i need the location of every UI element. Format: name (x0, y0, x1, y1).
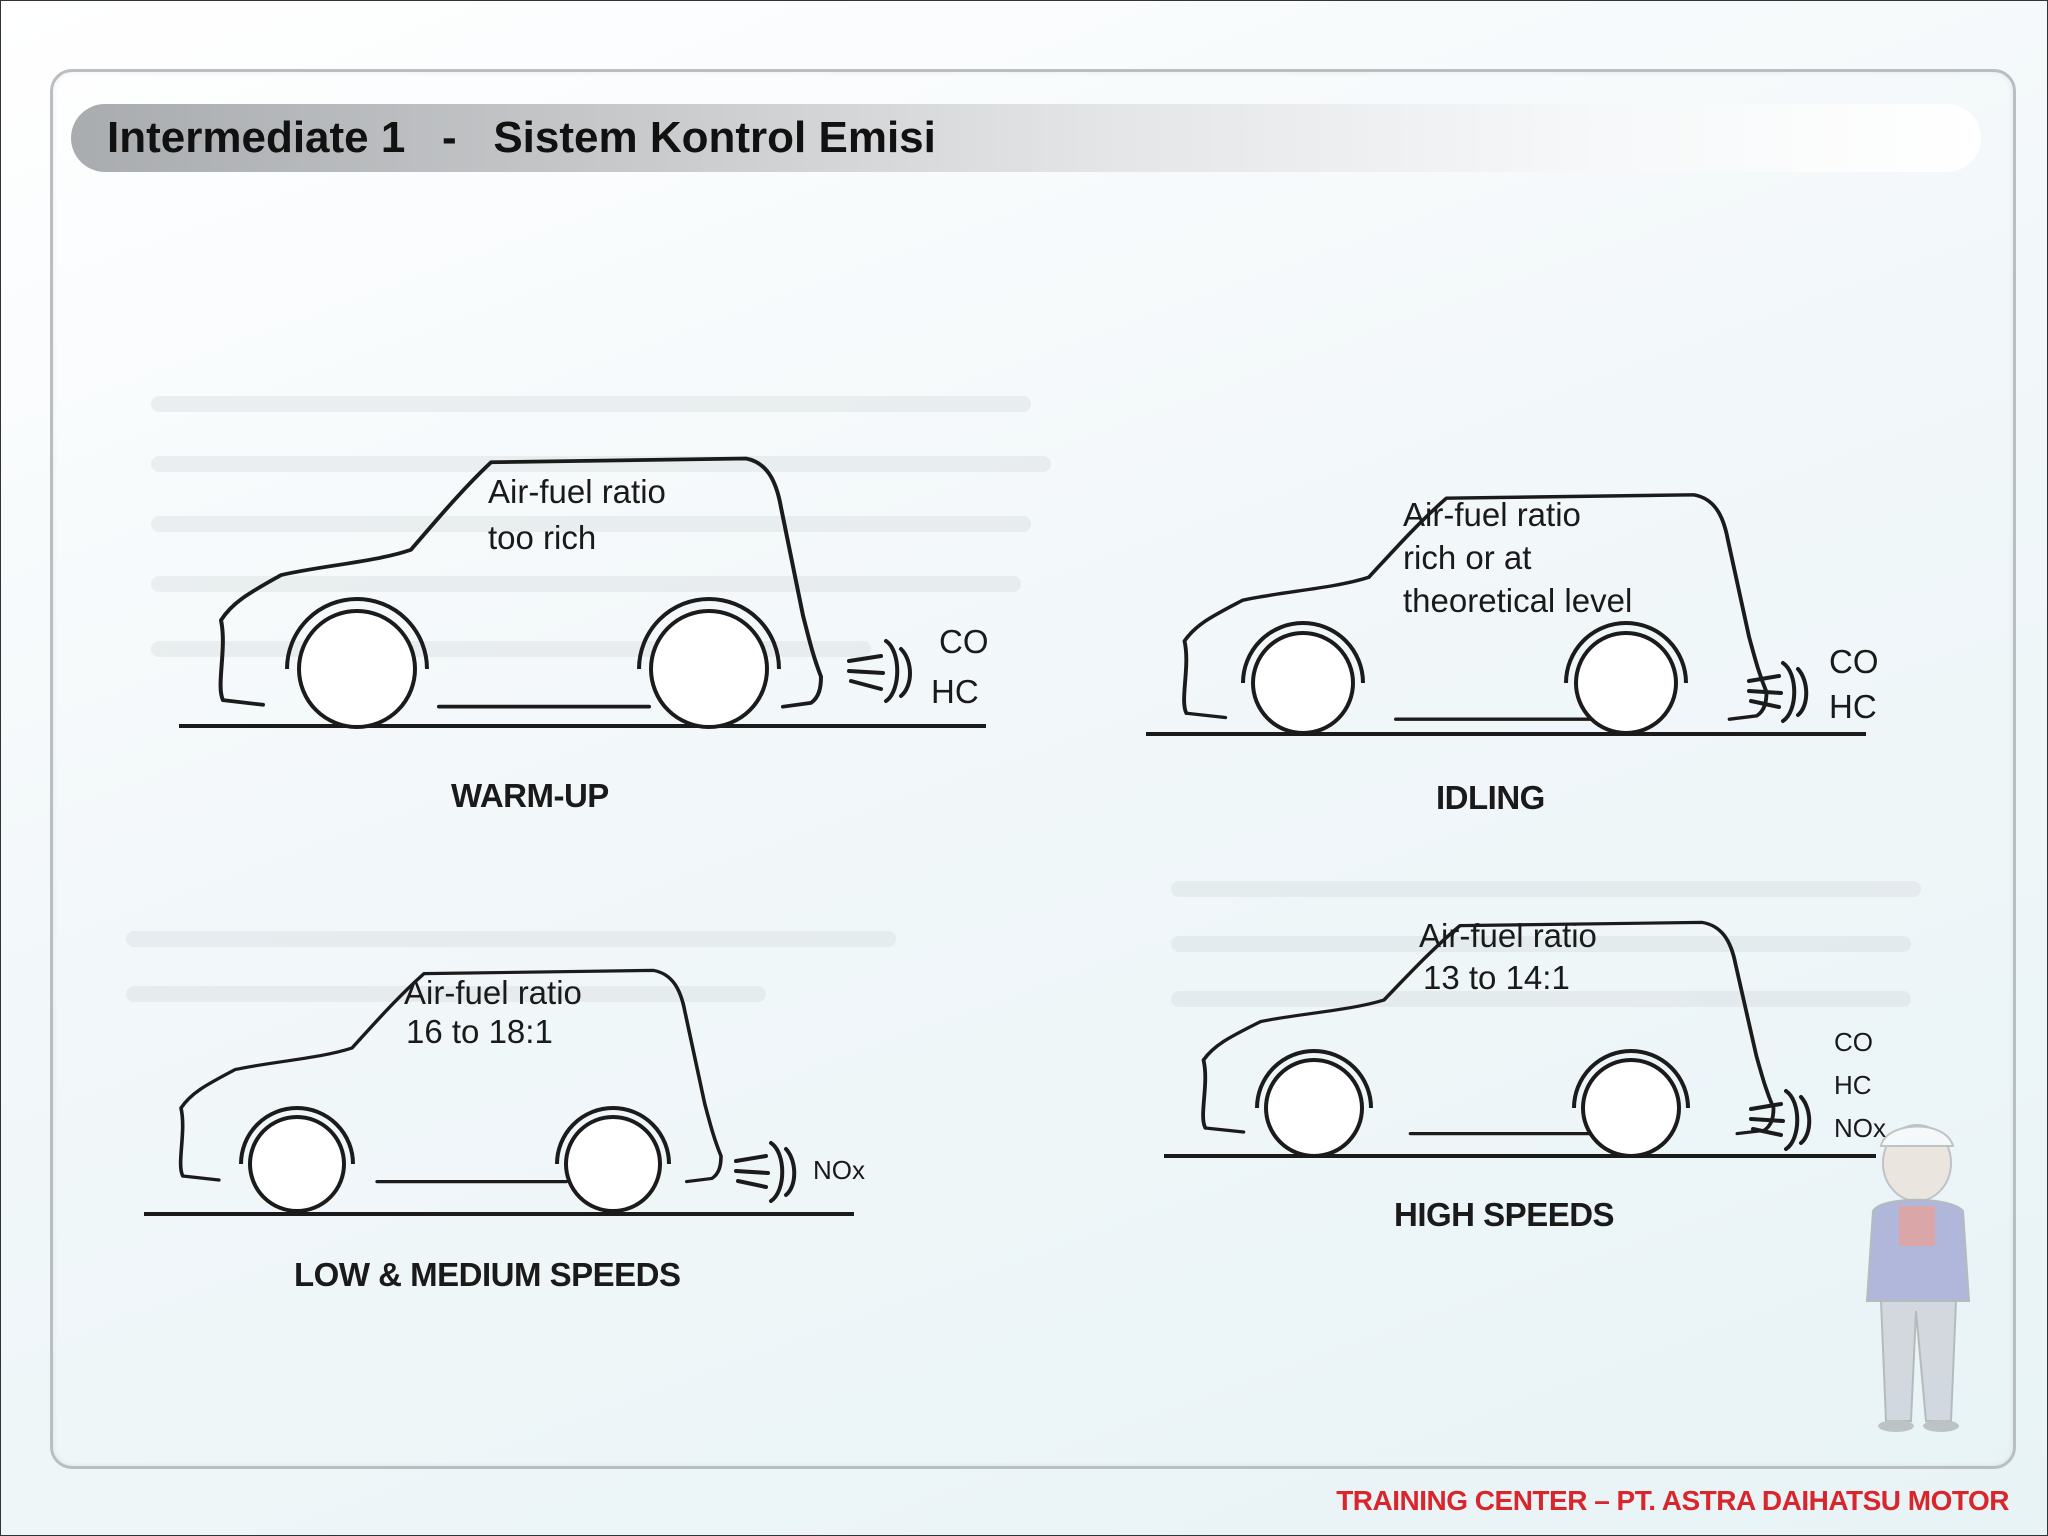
high-gas-co: CO (1834, 1027, 1873, 1057)
mechanic-mascot-icon (1865, 1124, 1971, 1432)
warmup-gas-co: CO (939, 623, 989, 660)
low-caption: LOW & MEDIUM SPEEDS (294, 1256, 681, 1293)
idling-gas-hc: HC (1829, 688, 1877, 725)
warmup-caption: WARM-UP (451, 777, 609, 814)
idling-caption: IDLING (1436, 779, 1545, 816)
high-caption: HIGH SPEEDS (1394, 1196, 1614, 1233)
idling-ratio-line1: Air-fuel ratio (1403, 496, 1581, 533)
low-ratio-line1: Air-fuel ratio (404, 974, 582, 1011)
front-wheel (297, 609, 417, 729)
front-wheel (1264, 1058, 1364, 1158)
exhaust-icon (1749, 1089, 1812, 1151)
page-title: Intermediate 1 - Sistem Kontrol Emisi (107, 113, 936, 162)
high-gas-nox: NOx (1834, 1113, 1886, 1143)
low-ratio-line2: 16 to 18:1 (406, 1013, 553, 1050)
high-ratio-line1: Air-fuel ratio (1419, 917, 1597, 954)
panel-high-speeds: Air-fuel ratio 13 to 14:1 CO HC NOx HIGH… (1164, 917, 1886, 1233)
rear-wheel (649, 609, 769, 729)
car-outline (1201, 920, 1776, 1136)
rear-wheel (1581, 1058, 1681, 1158)
front-wheel (1251, 631, 1355, 735)
content-frame (50, 69, 2016, 1469)
rear-wheel (564, 1115, 662, 1213)
low-gas-nox: NOx (813, 1155, 865, 1185)
high-ratio-line2: 13 to 14:1 (1423, 959, 1570, 996)
rear-wheel (1574, 631, 1678, 735)
title-bar: Intermediate 1 - Sistem Kontrol Emisi (71, 104, 1981, 172)
exhaust-icon (847, 639, 912, 703)
car-outline (178, 968, 723, 1184)
high-gas-hc: HC (1834, 1070, 1872, 1100)
exhaust-icon (734, 1141, 797, 1203)
car-outline (218, 456, 823, 709)
idling-ratio-line2: rich or at (1403, 539, 1531, 576)
idling-ratio-line3: theoretical level (1403, 582, 1632, 619)
panel-warm-up: Air-fuel ratio too rich CO HC WARM-UP (179, 456, 989, 814)
panel-idling: Air-fuel ratio rich or at theoretical le… (1146, 493, 1879, 816)
footer-brand: TRAINING CENTER – PT. ASTRA DAIHATSU MOT… (1336, 1485, 2009, 1516)
idling-gas-co: CO (1829, 643, 1879, 680)
warmup-ratio-line1: Air-fuel ratio (488, 473, 666, 510)
warmup-gas-hc: HC (931, 673, 979, 710)
front-wheel (248, 1115, 346, 1213)
panel-low-medium-speeds: Air-fuel ratio 16 to 18:1 NOx LOW & MEDI… (144, 968, 865, 1293)
exhaust-icon (1747, 661, 1809, 723)
warmup-ratio-line2: too rich (488, 519, 596, 556)
